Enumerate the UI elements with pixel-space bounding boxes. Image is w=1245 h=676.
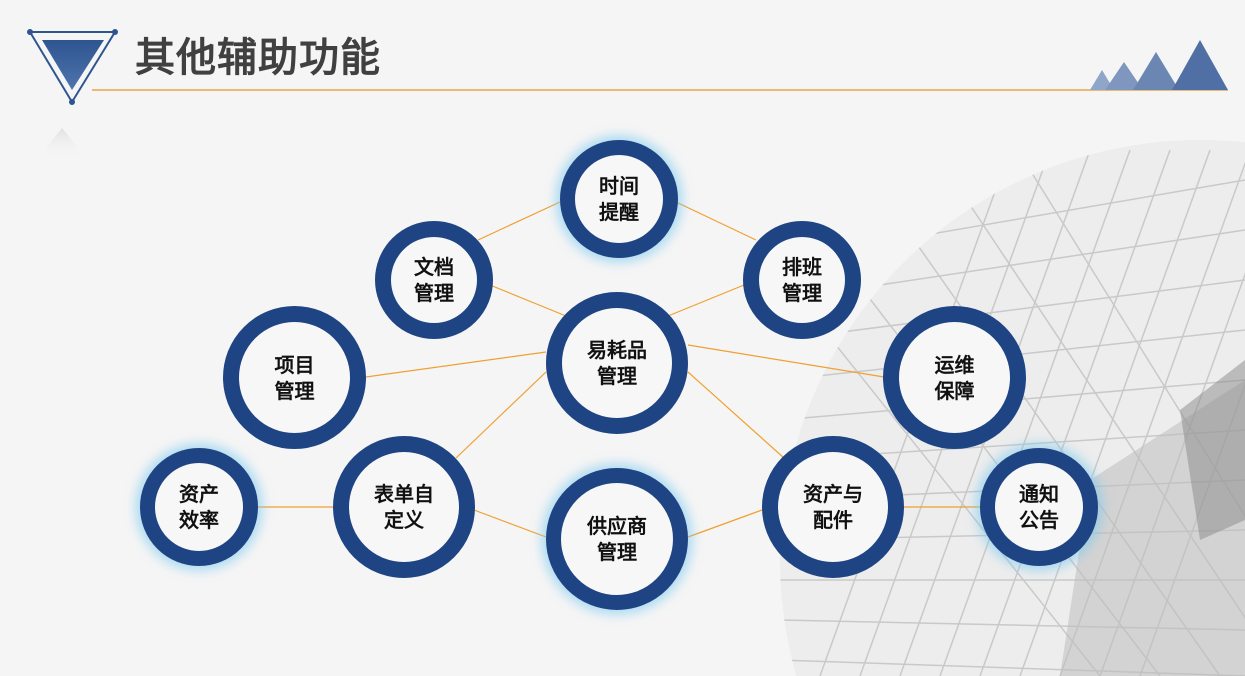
logo-triangle-icon [27,29,118,158]
node-supplier-management: 供应商 管理 [546,468,688,610]
connector-schedule-center [667,284,745,317]
mountains-decoration [1090,40,1228,90]
node-label-line2: 定义 [384,508,424,532]
node-label-line2: 公告 [1019,508,1059,532]
node-custom-form: 表单自 定义 [333,436,475,578]
node-label-line2: 管理 [597,540,637,564]
connector-lines [258,201,980,538]
node-label-line2: 配件 [813,508,853,532]
connector-doc-time [477,201,561,241]
node-label-line2: 管理 [414,281,454,305]
node-maintenance-support: 运维 保障 [883,306,1026,449]
node-label-line1: 时间 [599,174,639,198]
node-label-line2: 管理 [597,364,637,388]
connector-center-assetparts [687,371,785,459]
connector-doc-center [489,284,567,317]
node-label-line1: 资产 [179,482,219,506]
node-schedule-management: 排班 管理 [743,221,861,339]
node-label-line1: 易耗品 [587,338,647,362]
node-label-line2: 保障 [934,378,975,403]
connector-project-center [365,351,547,378]
node-label-line1: 项目 [274,352,315,377]
node-consumables-management: 易耗品 管理 [546,292,688,434]
node-label-line2: 提醒 [599,200,639,224]
connector-center-maintenance [687,344,885,378]
node-label-line2: 管理 [782,281,822,305]
node-label-line2: 效率 [179,508,219,532]
node-label-line1: 文档 [414,255,454,279]
node-notice-announcement: 通知 公告 [980,448,1098,566]
node-asset-efficiency: 资产 效率 [140,448,258,566]
node-label-line1: 表单自 [374,482,434,506]
connector-supplier-assetparts [687,509,763,538]
node-label-line2: 管理 [274,378,315,403]
page-title: 其他辅助功能 [135,35,381,81]
node-label-line1: 资产与 [803,482,863,506]
node-document-management: 文档 管理 [375,221,493,339]
node-label-line1: 供应商 [587,514,647,538]
globe-lattice-decoration [780,140,1245,676]
connector-time-schedule [675,201,757,241]
node-label-line1: 通知 [1019,482,1059,506]
connector-center-customform [455,371,547,459]
node-label-line1: 运维 [934,352,975,377]
node-time-reminder: 时间 提醒 [560,140,678,258]
node-project-management: 项目 管理 [223,306,366,449]
node-assets-and-parts: 资产与 配件 [762,436,904,578]
node-label-line1: 排班 [782,255,822,279]
connector-customform-supplier [473,509,547,538]
